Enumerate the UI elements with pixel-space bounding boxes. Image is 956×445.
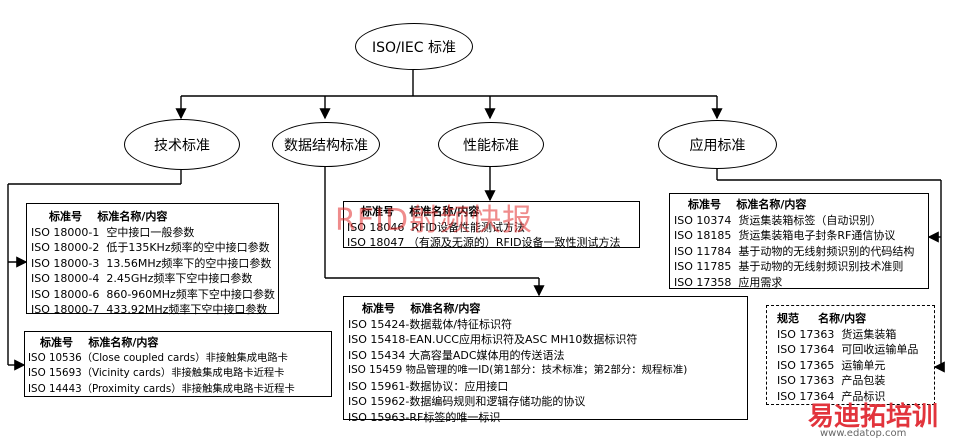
tech-box-row: ISO 18000-4 2.45GHz频率下空中接口参数 xyxy=(31,272,253,285)
data-box-row: ISO 15434 大高容量ADC媒体用的传送语法 xyxy=(348,348,565,362)
data-box-row: ISO 15459 物品管理的唯一ID(第1部分：技术标准；第2部分：规程标准) xyxy=(348,364,688,376)
tech-box-row: ISO 18000-3 13.56MHz频率下的空中接口参数 xyxy=(31,256,272,270)
category-data-structure-label: 数据结构标准 xyxy=(284,137,368,154)
tech-box-header: 标准号 标准名称/内容 xyxy=(49,210,168,223)
data-box-row: ISO 15963-RF标签的唯一标识 xyxy=(348,410,501,424)
spec-box-row: ISO 17363 货运集装箱 xyxy=(777,327,897,341)
category-performance-label: 性能标准 xyxy=(463,137,519,154)
category-data-structure: 数据结构标准 xyxy=(272,122,380,167)
spec-box-row: ISO 17365 运输单元 xyxy=(777,358,886,372)
data-box-header: 标准号 标准名称/内容 xyxy=(362,302,481,315)
card-box-row: ISO 15693（Vicinity cards）非接触集成电路卡近程卡 xyxy=(28,367,285,379)
spec-box-header: 规范 名称/内容 xyxy=(777,312,867,325)
root-node: ISO/IEC 标准 xyxy=(355,23,473,70)
app-box-row: ISO 18185 货运集装箱电子封条RF通信协议 xyxy=(674,229,896,242)
performance-standards-box: 标准号 标准名称/内容 ISO 18046 RFID设备性能测试方法 ISO 1… xyxy=(343,201,640,249)
spec-box-row: ISO 17364 可回收运输单品 xyxy=(777,343,919,356)
app-box-row: ISO 10374 货运集装箱标签（自动识别） xyxy=(674,213,882,227)
rfid-watermark: RFID射频快报 xyxy=(335,203,534,238)
app-box-header: 标准号 标准名称/内容 xyxy=(688,198,807,211)
tech-standards-box: 标准号 标准名称/内容 ISO 18000-1 空中接口一般参数 ISO 180… xyxy=(26,203,279,316)
perf-box-header: 标准号 标准名称/内容 xyxy=(361,205,480,218)
category-application: 应用标准 xyxy=(658,120,777,169)
card-box-row: ISO 10536（Close coupled cards）非接触集成电路卡 xyxy=(28,351,288,364)
app-box-row: ISO 17358 应用需求 xyxy=(674,275,783,289)
data-structure-standards-box: 标准号 标准名称/内容 ISO 15424-数据载体/特征标识符 ISO 154… xyxy=(343,296,748,424)
data-box-row: ISO 15961-数据协议：应用接口 xyxy=(348,379,509,393)
card-box-header: 标准号 标准名称/内容 xyxy=(40,336,159,349)
tech-box-row: ISO 18000-6 860-960MHz频率下空中接口参数 xyxy=(31,287,275,301)
category-tech: 技术标准 xyxy=(124,119,240,170)
edatop-logo-watermark: 易迪拓培训 xyxy=(808,402,939,432)
application-standards-box: 标准号 标准名称/内容 ISO 10374 货运集装箱标签（自动识别） ISO … xyxy=(669,193,929,289)
app-box-row: ISO 11784 基于动物的无线射频识别的代码结构 xyxy=(674,244,915,258)
perf-box-row: ISO 18046 RFID设备性能测试方法 xyxy=(347,220,526,234)
edatop-url-watermark: www.edatop.com xyxy=(820,428,907,439)
data-box-row: ISO 15424-数据载体/特征标识符 xyxy=(348,317,513,331)
tech-box-row: ISO 18000-7 433.92MHz频率下空中接口参数 xyxy=(31,303,268,316)
category-application-label: 应用标准 xyxy=(689,137,746,154)
category-tech-label: 技术标准 xyxy=(154,137,210,154)
card-box-row: ISO 14443（Proximity cards）非接触集成电路卡近程卡 xyxy=(28,382,295,395)
specification-box: 规范 名称/内容 ISO 17363 货运集装箱 ISO 17364 可回收运输… xyxy=(766,305,935,405)
app-box-row: ISO 11785 基于动物的无线射频识别技术准则 xyxy=(674,260,904,273)
tech-box-row: ISO 18000-2 低于135KHz频率的空中接口参数 xyxy=(31,241,270,254)
category-performance: 性能标准 xyxy=(438,122,544,167)
spec-box-row: ISO 17363 产品包装 xyxy=(777,374,886,387)
data-box-row: ISO 15418-EAN.UCC应用标识符及ASC MH10数据标识符 xyxy=(348,333,638,346)
tech-box-row: ISO 18000-1 空中接口一般参数 xyxy=(31,225,195,239)
spec-box-row: ISO 17364 产品标识 xyxy=(777,389,886,403)
data-box-row: ISO 15962-数据编码规则和逻辑存储功能的协议 xyxy=(348,395,586,408)
card-standards-box: 标准号 标准名称/内容 ISO 10536（Close coupled card… xyxy=(24,331,332,397)
perf-box-row: ISO 18047 （有源及无源的）RFID设备一致性测试方法 xyxy=(347,236,621,249)
root-label: ISO/IEC 标准 xyxy=(372,39,456,56)
